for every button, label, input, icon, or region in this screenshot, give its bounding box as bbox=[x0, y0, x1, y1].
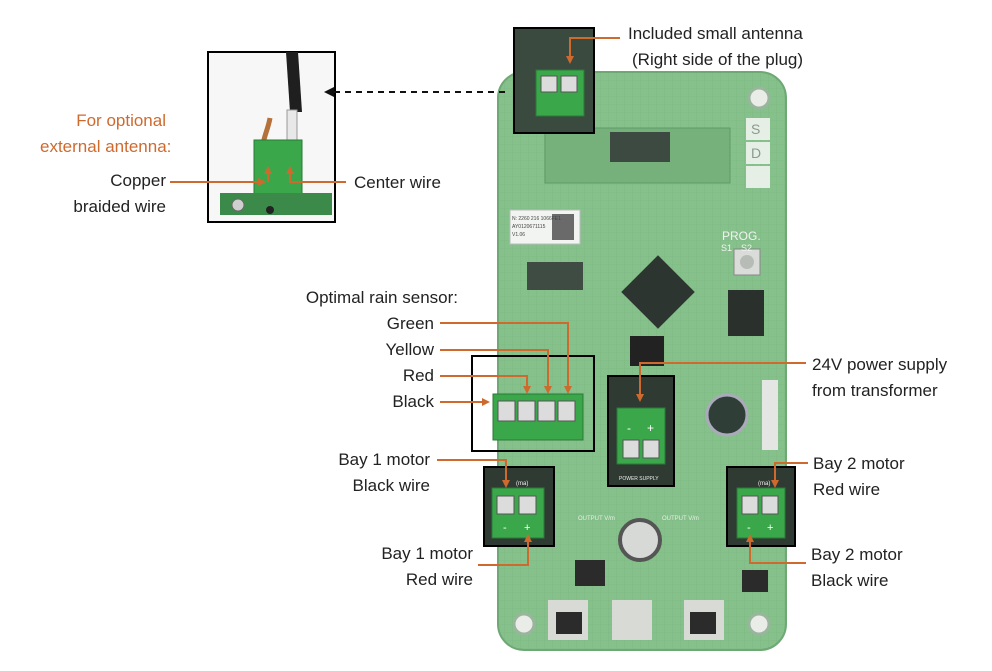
bay2-plus-sign: + bbox=[767, 522, 773, 534]
output-label-1: OUTPUT V/m bbox=[578, 516, 615, 522]
antenna-inset-photo bbox=[207, 51, 336, 223]
power-label-line2: from transformer bbox=[812, 381, 938, 400]
antenna-small-label-line2: (Right side of the plug) bbox=[632, 50, 804, 69]
bay1-red-label-line2: Red wire bbox=[405, 570, 473, 589]
rain-wire-red: Red bbox=[402, 366, 434, 385]
center-wire-label: Center wire bbox=[354, 173, 441, 192]
power-label-line1: 24V power supply bbox=[812, 355, 948, 374]
rain-green-arrow bbox=[440, 322, 572, 394]
output-label-2: OUTPUT V/m bbox=[662, 516, 699, 522]
antenna-small-arrow bbox=[566, 37, 620, 64]
button-s2-label: S2 bbox=[741, 243, 752, 253]
rain-wire-green: Green bbox=[386, 314, 434, 333]
rain-sensor-box bbox=[471, 355, 595, 452]
power-minus-sign: - bbox=[627, 421, 631, 435]
button-s1-label: S1 bbox=[721, 243, 732, 253]
rain-sensor-terminal bbox=[492, 393, 584, 441]
bay1-minus-sign: - bbox=[503, 522, 507, 534]
leader-arrows bbox=[170, 37, 808, 566]
pcb-board bbox=[497, 71, 787, 651]
copper-label-line1: Copper bbox=[110, 171, 166, 190]
sticker-line-1: N: 2260 216 1066FE1 bbox=[512, 216, 561, 222]
bay2-black-label-line2: Black wire bbox=[811, 571, 889, 590]
bay2-mark: (ma) bbox=[758, 481, 770, 487]
power-plus-sign: + bbox=[647, 421, 654, 435]
bay1-terminal bbox=[491, 487, 545, 539]
antenna-terminal bbox=[535, 69, 585, 117]
bay2-red-label-line1: Bay 2 motor bbox=[813, 454, 905, 473]
bay2-red-label-line2: Red wire bbox=[813, 480, 881, 499]
bay1-black-label-line1: Bay 1 motor bbox=[338, 450, 430, 469]
optional-antenna-label-line1: For optional bbox=[76, 111, 166, 130]
bay1-black-arrow bbox=[437, 459, 510, 488]
rain-wire-black: Black bbox=[392, 392, 434, 411]
antenna-small-label-line1: Included small antenna bbox=[628, 24, 803, 43]
center-wire-arrow bbox=[286, 166, 346, 183]
power-supply-terminal bbox=[616, 407, 666, 465]
rain-wire-yellow: Yellow bbox=[385, 340, 434, 359]
bay1-red-arrow bbox=[478, 534, 532, 566]
sticker-line-3: V1.06 bbox=[512, 232, 525, 238]
power-supply-board-label: POWER SUPPLY bbox=[619, 476, 659, 482]
optional-antenna-label-line2: external antenna: bbox=[40, 137, 172, 156]
power-arrow bbox=[636, 362, 806, 402]
side-letter-d: D bbox=[751, 145, 761, 161]
rain-sensor-title: Optimal rain sensor: bbox=[305, 288, 458, 307]
prog-label: PROG. bbox=[722, 229, 761, 243]
bay1-mark: (ma) bbox=[516, 481, 528, 487]
bay2-black-label-line1: Bay 2 motor bbox=[811, 545, 903, 564]
bay1-black-label-line2: Black wire bbox=[352, 476, 430, 495]
bay1-plus-sign: + bbox=[524, 522, 530, 534]
rain-red-arrow bbox=[440, 375, 531, 394]
bay2-minus-sign: - bbox=[747, 522, 751, 534]
bay2-terminal bbox=[736, 487, 786, 539]
sticker-line-2: AY0120671115 bbox=[512, 224, 546, 230]
side-letter-s: S bbox=[751, 121, 760, 137]
rain-yellow-arrow bbox=[440, 349, 552, 394]
bay1-red-label-line1: Bay 1 motor bbox=[381, 544, 473, 563]
bay2-black-arrow bbox=[746, 534, 806, 564]
copper-label-line2: braided wire bbox=[73, 197, 166, 216]
bay2-red-arrow bbox=[771, 462, 808, 488]
